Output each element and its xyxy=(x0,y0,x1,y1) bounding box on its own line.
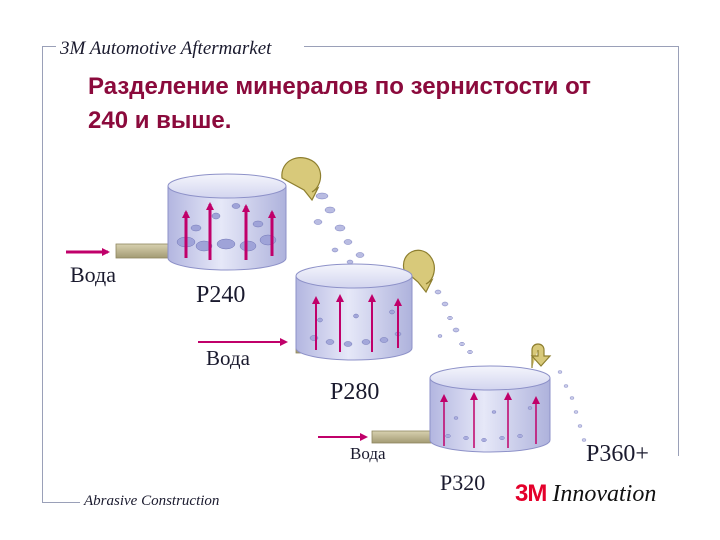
overflow-curl-2 xyxy=(402,249,435,294)
grade-label-p320: P320 xyxy=(440,470,486,495)
particle-stream-3 xyxy=(557,370,587,442)
overflow-curl-3 xyxy=(530,343,552,368)
frame-left xyxy=(42,46,43,502)
grade-label-p280: P280 xyxy=(330,379,380,405)
particle-stream-1 xyxy=(313,192,365,265)
frame-top-right xyxy=(304,46,678,47)
logo-mark: 3M xyxy=(515,480,547,507)
tank-p280 xyxy=(295,263,413,361)
frame-top-left xyxy=(42,46,56,47)
overflow-curl-1 xyxy=(281,157,322,202)
inlet-pipe-3 xyxy=(371,430,435,444)
frame-bottom xyxy=(42,502,80,503)
water-label-3: Вода xyxy=(350,444,386,463)
header-brand: 3M Automotive Aftermarket xyxy=(60,38,272,59)
logo-text: Innovation xyxy=(552,481,657,507)
frame-right xyxy=(678,46,679,456)
grade-label-p360: P360+ xyxy=(586,441,649,467)
grade-label-p240: P240 xyxy=(196,282,246,308)
water-label-1: Вода xyxy=(70,262,116,287)
inlet-pipe-1 xyxy=(115,243,177,259)
tank-p240 xyxy=(167,173,287,271)
water-label-2: Вода xyxy=(206,346,250,370)
footer-text: Abrasive Construction xyxy=(84,493,220,509)
particle-stream-2 xyxy=(434,289,473,355)
slide-title: Разделение минералов по зернистости от 2… xyxy=(88,73,591,134)
tank-p320 xyxy=(429,365,551,453)
